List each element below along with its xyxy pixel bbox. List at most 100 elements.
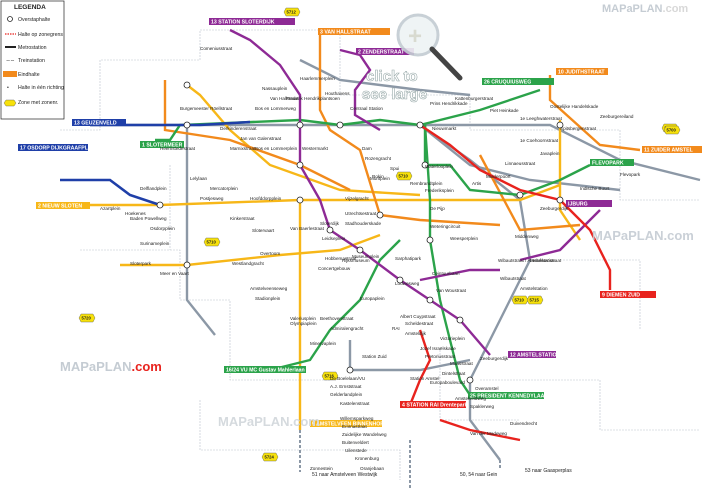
station-label: Overtoom: [260, 251, 280, 256]
station-label: A.J. Ernststraat: [330, 384, 362, 389]
zone-number: 5700: [667, 128, 677, 133]
station-label: Amstelstation: [520, 286, 548, 291]
zone-marker: 5710: [395, 171, 413, 181]
terminal-label[interactable]: 3 VAN HALLSTRAAT: [320, 30, 372, 36]
station-label: Kronenburg: [355, 456, 379, 461]
terminal-tag[interactable]: 13 GEUZENVELD: [72, 119, 126, 127]
terminal-tag[interactable]: 4 STATION RAI Drentepark: [400, 401, 468, 409]
station-label: Scheldestraat: [405, 321, 434, 326]
destination-label: 50, 54 naar Gein: [460, 472, 497, 478]
station-label: Jan van Galenstraat: [240, 136, 282, 141]
terminal-tag[interactable]: 26 CRUQUIUSWEG: [482, 78, 554, 86]
station-label: Zuidelijke Wandelweg: [342, 432, 387, 437]
zone-icon: [3, 99, 17, 107]
terminal-label[interactable]: 2 ZENDERSTRAAT: [358, 50, 405, 56]
station-label: Museumplein: [352, 254, 380, 259]
brand-bottom: MAPaPLAN.com: [218, 414, 320, 429]
station-label: Olympiaplein: [290, 321, 317, 326]
terminal-tag[interactable]: FLEVOPARK: [590, 159, 634, 167]
terminal-label[interactable]: 5 AMSTELVEEN BINNENHOF: [312, 422, 383, 428]
terminal-label[interactable]: FLEVOPARK: [592, 161, 624, 167]
bottom-destinations: 51 naar Amstelveen Westwijk 50, 54 naar …: [299, 430, 572, 490]
legend-item: Treinstation: [18, 58, 45, 64]
terminal-label[interactable]: 13 GEUZENVELD: [74, 121, 117, 127]
station-label: Zonnestein: [310, 466, 333, 471]
terminal-label[interactable]: 1 SLOTERMEER: [142, 143, 183, 149]
train-icon: ∼∼: [6, 58, 15, 64]
station-label: Maasstraat: [450, 361, 473, 366]
station-label: De Pijp: [430, 206, 445, 211]
terminal-label[interactable]: 12 AMSTELSTATION: [510, 353, 561, 359]
station-label: Stadionplein: [255, 296, 281, 301]
terminal-label[interactable]: 16/24 VU MC Gustav Mahlerlaan: [226, 368, 305, 374]
legend-item: Zone met zonenr.: [18, 100, 58, 106]
terminal-tag[interactable]: 2 ZENDERSTRAAT: [356, 48, 414, 56]
station-label: Westlandgracht: [232, 261, 265, 266]
station-label: Buitenveldert: [342, 440, 370, 445]
station-label: Jozef Israëlskade: [420, 346, 456, 351]
magnifier-icon[interactable]: [396, 13, 440, 57]
terminal-label[interactable]: 13 STATION SLOTERDIJK: [211, 20, 275, 26]
terminal-tag[interactable]: 25 PRESIDENT KENNEDYLAAN: [468, 392, 548, 400]
terminal-tag[interactable]: 3 VAN HALLSTRAAT: [318, 28, 390, 36]
terminus-sample: [3, 71, 17, 77]
station-label: Piet Heinkade: [490, 108, 519, 113]
station-label: Wibautstraat: [500, 276, 527, 281]
red-lines: [408, 124, 612, 442]
station-label: Europaplein: [360, 296, 385, 301]
legend-item: Halte op zonegrens: [18, 32, 63, 38]
terminal-tag[interactable]: 1 SLOTERMEER: [140, 141, 184, 149]
station-label: Burgemeester Röellstraat: [180, 106, 233, 111]
terminal-label[interactable]: 17 OSDORP DIJKGRAAFPLEIN: [20, 146, 97, 152]
terminal-tag[interactable]: 10 JUDITHSTRAAT: [556, 68, 608, 76]
station-label: Heemstedestraat: [160, 146, 196, 151]
terminal-label[interactable]: IJBURG: [568, 202, 588, 208]
station-label: Amsteldijk: [405, 331, 427, 336]
terminal-label[interactable]: 2 NIEUW SLOTEN: [38, 204, 82, 210]
terminal-label[interactable]: 4 STATION RAI Drentepark: [402, 403, 468, 409]
station-label: Weteringcircuit: [430, 224, 461, 229]
click-text[interactable]: see large: [362, 86, 428, 104]
zone-markers: 5712571057205713571057155716572457005710: [78, 7, 681, 462]
station-label: Rembrandtplein: [410, 181, 443, 186]
station-label: Dintelstraat: [442, 371, 466, 376]
terminal-label[interactable]: 11 ZUIDER AMSTEL: [644, 148, 694, 154]
station-label: Concertgebouw: [318, 266, 351, 271]
station-label: Houthavens: [325, 91, 350, 96]
station-label: Willemsparkweg: [340, 416, 374, 421]
terminal-tag[interactable]: 2 NIEUW SLOTEN: [36, 202, 90, 210]
click-text[interactable]: click to: [366, 68, 418, 86]
station-label: Utrechtsestraat: [345, 211, 377, 216]
terminal-tag[interactable]: 13 STATION SLOTERDIJK: [209, 18, 295, 26]
station-label: Surinameplein: [140, 241, 170, 246]
station-label: Amstelveldweg: [455, 396, 486, 401]
zone-marker: 5720: [78, 313, 96, 323]
terminal-label[interactable]: 25 PRESIDENT KENNEDYLAAN: [470, 394, 548, 400]
zoom-overlay[interactable]: + click to see large: [362, 13, 463, 104]
terminal-label[interactable]: 9 DIEMEN ZUID: [602, 293, 640, 299]
station-label: Van Baerlestraat: [290, 226, 325, 231]
station-label: Uilenstede: [345, 448, 367, 453]
terminal-label[interactable]: 10 JUDITHSTRAAT: [558, 70, 605, 76]
zone-number: 5715: [530, 298, 540, 303]
station-label: Rozengracht: [365, 156, 392, 161]
terminal-tag[interactable]: 11 ZUIDER AMSTEL: [642, 146, 702, 154]
station-label: Zeeburgerdijk: [480, 356, 509, 361]
terminal-tag[interactable]: 16/24 VU MC Gustav Mahlerlaan: [224, 366, 306, 374]
station-label: Osdorpplein: [150, 226, 175, 231]
blue-lines: [60, 120, 251, 207]
terminal-tags[interactable]: 13 STATION SLOTERDIJK 3 VAN HALLSTRAAT 2 Z…: [18, 18, 702, 428]
terminal-tag[interactable]: 5 AMSTELVEEN BINNENHOF: [310, 420, 383, 428]
terminal-tag[interactable]: 17 OSDORP DIJKGRAAFPLEIN: [18, 144, 97, 152]
terminal-tag[interactable]: 9 DIEMEN ZUID: [600, 291, 656, 299]
station-label: Europaboulevard: [430, 380, 465, 385]
terminal-label[interactable]: 26 CRUQUIUSWEG: [484, 80, 531, 86]
zone-number: 5710: [515, 298, 525, 303]
orange-lines: [163, 35, 641, 232]
station-label: Mercatorplein: [210, 186, 238, 191]
station-label: Ceintuurbaan: [432, 271, 460, 276]
terminal-tag[interactable]: 12 AMSTELSTATION: [508, 351, 561, 359]
legend-title: LEGENDA: [14, 4, 46, 11]
terminal-tag[interactable]: IJBURG: [566, 200, 612, 208]
